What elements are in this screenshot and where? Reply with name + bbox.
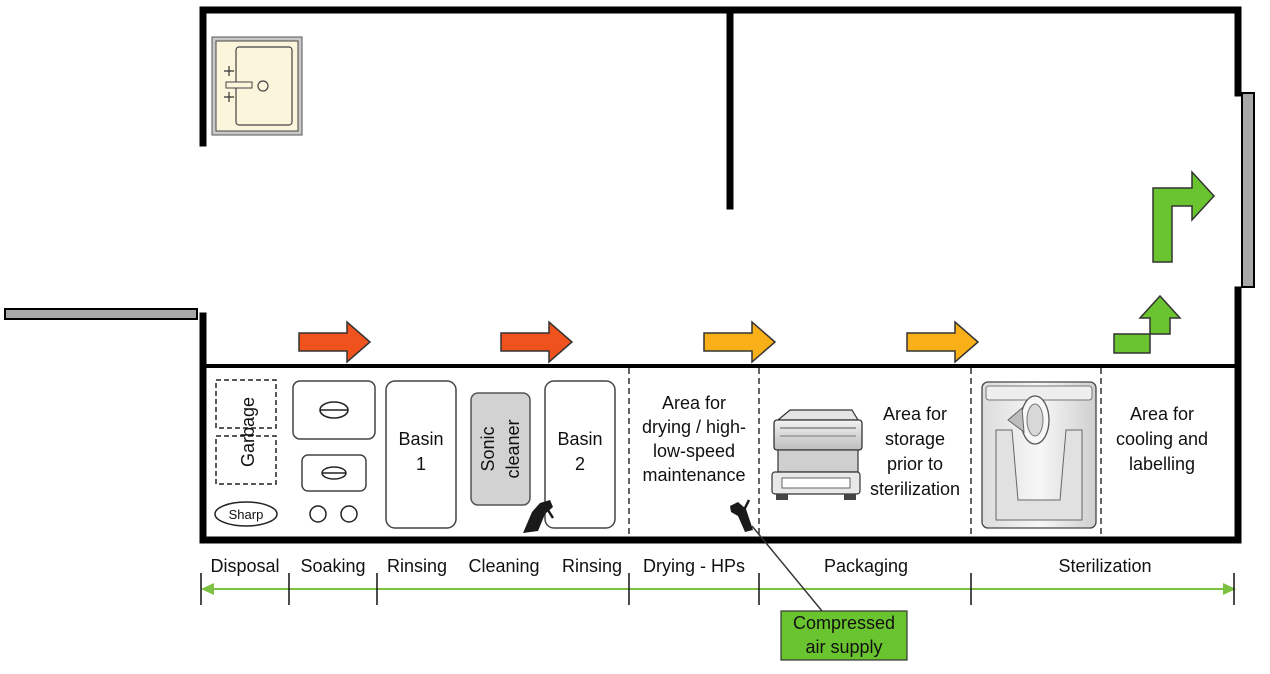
- cooling-area-label-3: labelling: [1129, 454, 1195, 474]
- step-rinsing-1: Rinsing: [387, 556, 447, 576]
- sonic-cleaner-label-1: Sonic: [478, 426, 498, 471]
- flow-arrow-turn-1: [1113, 294, 1182, 354]
- basin-2-label-2: 2: [575, 454, 585, 474]
- drying-area-label-3: low-speed: [653, 441, 735, 461]
- flow-arrow-3: [703, 320, 777, 364]
- garbage-label: Garbage: [238, 397, 258, 467]
- flow-arrow-2: [500, 320, 574, 364]
- garbage-bin-bottom: [215, 435, 277, 485]
- flow-arrow-4: [906, 320, 980, 364]
- sonic-cleaner-label-2: cleaner: [503, 419, 523, 478]
- sharp-container: [214, 501, 278, 527]
- flow-arrow-turn-2: [1152, 170, 1216, 263]
- compressed-air-callout: [780, 610, 908, 661]
- basin-2-label-1: Basin: [557, 429, 602, 449]
- drying-area-label-4: maintenance: [642, 465, 745, 485]
- sonic-cleaner: [470, 392, 531, 506]
- timeline-arrowhead-right: [1223, 583, 1236, 595]
- walls: [199, 6, 1242, 544]
- tray-handle-icon: [319, 401, 349, 419]
- sharp-label: Sharp: [229, 507, 264, 522]
- flow-arrow-1: [298, 320, 372, 364]
- step-cleaning: Cleaning: [468, 556, 539, 576]
- tray-handle-icon: [321, 466, 347, 480]
- air-gun-icon: [730, 499, 753, 532]
- soaking-knob-left: [309, 505, 327, 523]
- callout-label-2: air supply: [805, 637, 882, 657]
- autoclave-icon: [981, 381, 1097, 529]
- garbage-bin-top: [215, 379, 277, 429]
- air-gun-icon: [523, 500, 555, 533]
- storage-area-label-1: Area for: [883, 404, 947, 424]
- step-soaking: Soaking: [300, 556, 365, 576]
- soaking-tray-small: [301, 454, 367, 492]
- step-sterilization: Sterilization: [1058, 556, 1151, 576]
- callout-pointer: [751, 525, 823, 612]
- sink-icon: [211, 36, 303, 136]
- drying-area-label-1: Area for: [662, 393, 726, 413]
- door-right: [1241, 92, 1255, 288]
- storage-area-label-4: sterilization: [870, 479, 960, 499]
- storage-area-label-3: prior to: [887, 454, 943, 474]
- process-timeline: Disposal Soaking Rinsing Cleaning Rinsin…: [200, 556, 1236, 605]
- soaking-knob-right: [340, 505, 358, 523]
- storage-area-label-2: storage: [885, 429, 945, 449]
- basin-1-label-1: Basin: [398, 429, 443, 449]
- step-packaging: Packaging: [824, 556, 908, 576]
- callout-label-1: Compressed: [793, 613, 895, 633]
- step-rinsing-2: Rinsing: [562, 556, 622, 576]
- door-left: [4, 308, 198, 320]
- flow-arrows: [298, 320, 980, 364]
- basin-1-label-2: 1: [416, 454, 426, 474]
- drying-area-label-2: drying / high-: [642, 417, 746, 437]
- cooling-area-label-2: cooling and: [1116, 429, 1208, 449]
- basin-1: [385, 380, 457, 529]
- basin-2: [544, 380, 616, 529]
- soaking-tray-large: [292, 380, 376, 440]
- step-drying-hps: Drying - HPs: [643, 556, 745, 576]
- cooling-area-label-1: Area for: [1130, 404, 1194, 424]
- step-disposal: Disposal: [210, 556, 279, 576]
- timeline-arrowhead-left: [201, 583, 214, 595]
- sealer-machine-icon: [771, 409, 863, 500]
